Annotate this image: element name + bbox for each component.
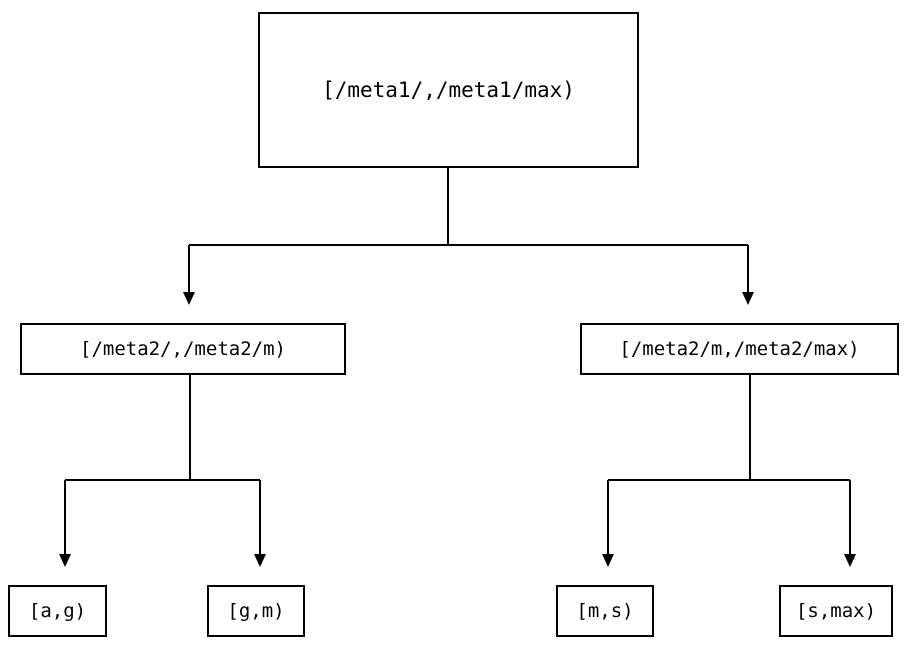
arrowhead-to-leaf-1 [59,554,71,567]
arrowhead-to-mid-left [183,292,195,305]
node-root-label: [/meta1/,/meta1/max) [322,77,575,102]
arrowhead-to-leaf-4 [844,554,856,567]
node-mid-left[interactable]: [/meta2/,/meta2/m) [20,323,346,375]
node-leaf-m-s-label: [m,s) [576,599,634,622]
arrowhead-to-mid-right [742,292,754,305]
node-mid-right[interactable]: [/meta2/m,/meta2/max) [580,323,899,375]
arrowhead-to-leaf-2 [254,554,266,567]
arrowhead-to-leaf-3 [602,554,614,567]
node-leaf-s-max[interactable]: [s,max) [779,585,893,637]
node-leaf-s-max-label: [s,max) [795,599,877,622]
node-mid-right-label: [/meta2/m,/meta2/max) [619,337,860,360]
node-leaf-m-s[interactable]: [m,s) [556,585,654,637]
node-leaf-a-g[interactable]: [a,g) [8,585,107,637]
node-leaf-g-m[interactable]: [g,m) [207,585,305,637]
node-mid-left-label: [/meta2/,/meta2/m) [80,337,286,360]
node-leaf-a-g-label: [a,g) [28,599,87,622]
node-root[interactable]: [/meta1/,/meta1/max) [258,12,639,168]
node-leaf-g-m-label: [g,m) [227,599,285,622]
